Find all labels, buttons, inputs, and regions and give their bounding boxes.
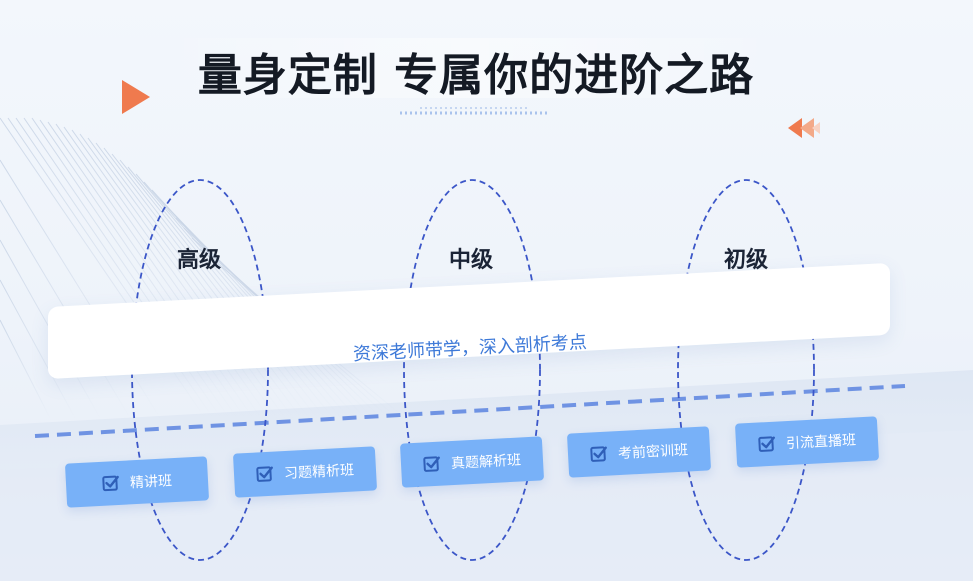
checkbox-icon — [758, 435, 777, 454]
course-label: 精讲班 — [129, 473, 173, 492]
course-button-live-stream[interactable]: 引流直播班 — [734, 416, 880, 468]
checkbox-icon — [590, 445, 609, 464]
title-glow — [155, 38, 785, 98]
progress-dashed-line — [34, 384, 906, 438]
checkbox-icon — [423, 455, 442, 474]
ellipse-beginner — [677, 179, 815, 561]
level-label-advanced: 高级 — [176, 248, 221, 273]
page-title: 量身定制 专属你的进阶之路 — [197, 50, 755, 101]
play-triangle-icon — [122, 80, 150, 114]
course-button-intensive[interactable]: 考前密训班 — [566, 426, 712, 478]
checkbox-icon — [256, 465, 275, 484]
ellipse-intermediate — [403, 179, 541, 561]
course-label: 习题精析班 — [283, 462, 355, 483]
double-arrow-left-icon — [788, 118, 820, 138]
course-button-lecture[interactable]: 精讲班 — [64, 456, 210, 508]
ellipse-advanced — [131, 179, 269, 561]
course-button-past-papers[interactable]: 真题解析班 — [399, 436, 545, 488]
course-label: 考前密训班 — [617, 442, 689, 463]
checkbox-icon — [102, 474, 121, 493]
header: 量身定制 专属你的进阶之路 — [0, 40, 973, 138]
course-label: 真题解析班 — [450, 452, 522, 473]
level-label-intermediate: 中级 — [448, 248, 493, 273]
course-button-exercise[interactable]: 习题精析班 — [232, 446, 378, 498]
course-label: 引流直播班 — [785, 432, 857, 453]
